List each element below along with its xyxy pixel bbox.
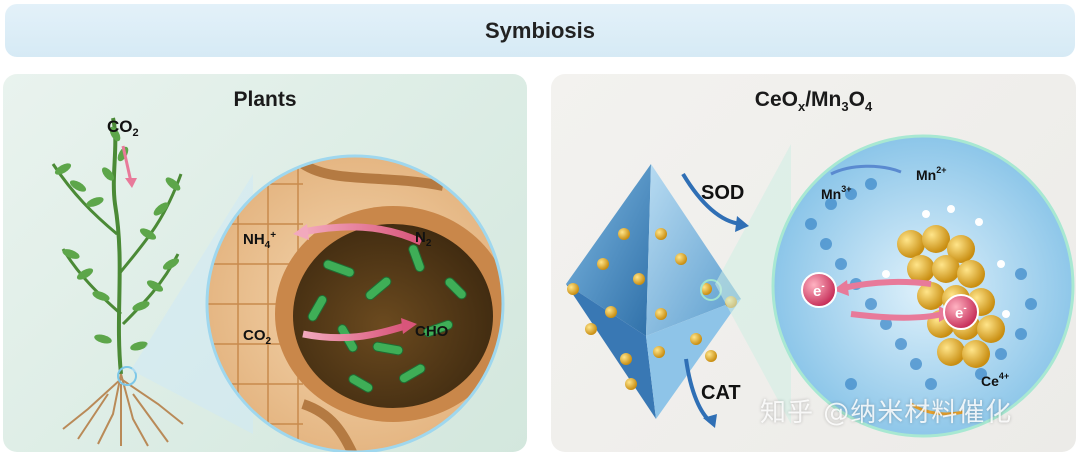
co2-bottom-label: CO2 [243,327,272,347]
cho-label: CHO [415,323,449,340]
plant [51,117,183,375]
sod-label: SOD [701,182,744,204]
n2-label: N2 [415,229,432,249]
n2-to-nh4-arrow [302,223,423,246]
zoom-cone [715,144,791,424]
magnified-lattice: e- e- [773,136,1073,436]
plants-title: Plants [233,88,297,111]
plants-panel: Plants [3,74,527,452]
nanozyme-title: CeOx/Mn3O4 [754,88,873,115]
magnified-root-nodule [207,156,503,452]
watermark: 知乎 @纳米材料催化 [760,398,1013,428]
symbiosis-banner: Symbiosis [5,4,1075,57]
plants-illustration: CO2 NH4+ N2 CO2 CHO [51,117,505,452]
magnifier-ring [771,134,1075,438]
cat-label: CAT [701,382,741,404]
co2-down-arrow [121,145,133,183]
electron-right [943,294,979,330]
roots [62,373,184,447]
mn3-label: Mn3+ [821,184,851,202]
electron-arrow-right [850,311,944,321]
nh4-label: NH4+ [243,230,276,251]
banner-title: Symbiosis [484,17,596,43]
electron-right-label: e- [955,303,967,322]
electron-left-label: e- [813,281,825,300]
mn2-label: Mn2+ [916,165,946,183]
electron-left [801,272,837,308]
co2-top-label: CO2 [107,117,139,139]
co2-to-cho-arrow [302,322,407,342]
magnifier-ring [205,154,505,452]
zoom-source-ring [117,366,137,386]
electron-arrow-left [842,278,932,291]
nanozyme-panel: CeOx/Mn3O4 [551,74,1076,452]
sod-arrow [681,172,742,226]
ce4-label: Ce4+ [981,371,1009,389]
nanozyme-illustration: SOD CAT [566,134,1075,438]
nanoparticles [567,228,737,390]
